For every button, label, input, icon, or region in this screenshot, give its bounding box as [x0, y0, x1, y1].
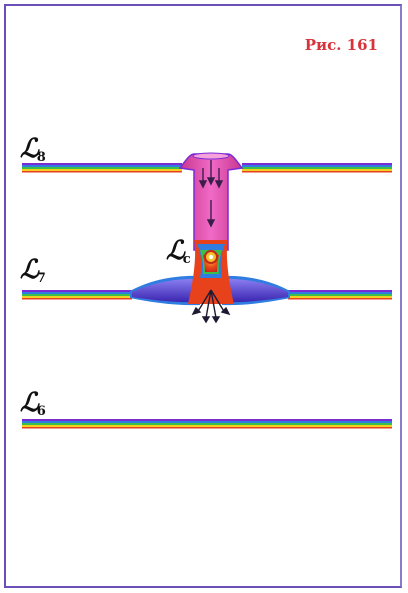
band-l6 [22, 419, 392, 429]
